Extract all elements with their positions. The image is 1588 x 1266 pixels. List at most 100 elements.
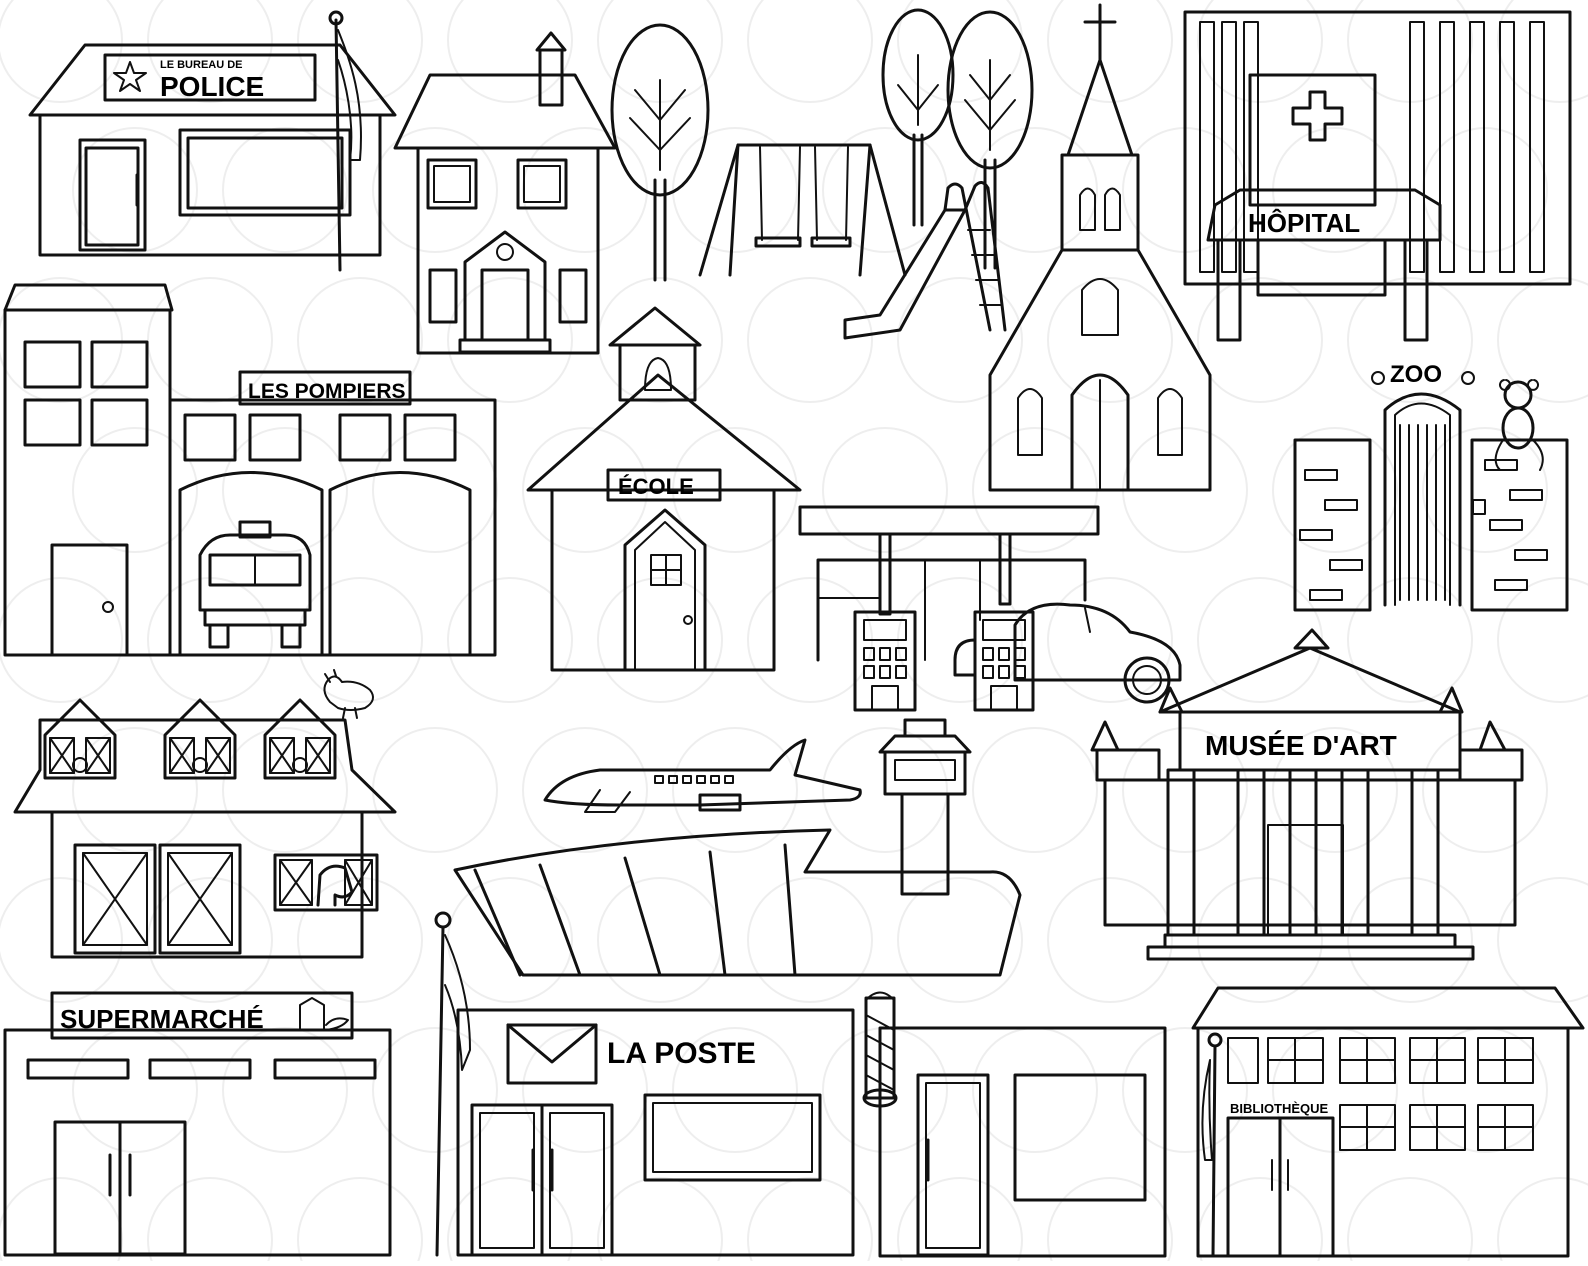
- barn-door-cross: [82, 852, 148, 946]
- hospital-stripe: [1243, 21, 1259, 273]
- museum-column: [1410, 768, 1440, 937]
- watermark-circle: [1497, 277, 1588, 403]
- watermark-circle: [447, 277, 573, 403]
- zoo-brick: [1494, 579, 1528, 591]
- watermark-circle: [72, 1027, 198, 1153]
- watermark-circle: [597, 877, 723, 1003]
- window-mullion: [1477, 1037, 1534, 1084]
- watermark-circle: [522, 1027, 648, 1153]
- watermark-circle: [1122, 1027, 1248, 1153]
- watermark-circle: [1047, 1177, 1173, 1266]
- swing-set-icon: [698, 143, 907, 277]
- watermark-circle: [1347, 1177, 1473, 1266]
- watermark-circle: [897, 277, 1023, 403]
- grocery-icon: [299, 997, 349, 1031]
- church: [988, 3, 1212, 492]
- window-mullion: [1267, 1037, 1324, 1084]
- watermark-circle: [747, 577, 873, 703]
- flag-icon: [328, 10, 362, 272]
- watermark-circle: [1197, 877, 1323, 1003]
- pig-icon: [72, 757, 88, 773]
- dormer-cross: [269, 737, 331, 774]
- tree-icon: [610, 23, 710, 282]
- watermark-circle: [372, 427, 498, 553]
- plane-window: [724, 775, 734, 784]
- hospital: HÔPITAL: [1183, 10, 1572, 342]
- watermark-circle: [297, 577, 423, 703]
- gas-pump-icon: [953, 610, 1035, 712]
- watermark-circle: [1497, 1177, 1588, 1266]
- watermark-circle: [1497, 877, 1588, 1003]
- watermark-circle: [297, 877, 423, 1003]
- farm-barn: [13, 669, 397, 959]
- plane-window: [668, 775, 678, 784]
- watermark-circle: [222, 1027, 348, 1153]
- barn-dormer: [43, 698, 117, 780]
- rooster-icon: [323, 669, 375, 719]
- watermark-circle: [1122, 727, 1248, 853]
- plane-window: [682, 775, 692, 784]
- school: ÉCOLE: [526, 306, 802, 672]
- watermark-circle: [672, 727, 798, 853]
- park: [610, 8, 1034, 340]
- watermark-circle: [1047, 877, 1173, 1003]
- zoo-brick: [1514, 549, 1548, 561]
- zoo-brick: [1324, 499, 1358, 511]
- watermark-circle: [1047, 277, 1173, 403]
- police-sign-top: LE BUREAU DE: [160, 59, 243, 71]
- watermark-circle: [1197, 1177, 1323, 1266]
- watermark-circle: [597, 1177, 723, 1266]
- watermark-circle: [747, 1177, 873, 1266]
- watermark-circle: [972, 1027, 1098, 1153]
- house: [393, 31, 617, 355]
- watermark-circle: [972, 127, 1098, 253]
- barn-dormer: [163, 698, 237, 780]
- watermark-circle: [1197, 0, 1323, 103]
- library-window: [1227, 1037, 1259, 1084]
- watermark-circle: [147, 1177, 273, 1266]
- hospital-stripe: [1199, 21, 1215, 273]
- police-station: LE BUREAU DE POLICE: [28, 10, 397, 272]
- watermark-circle: [0, 277, 123, 403]
- museum-column: [1236, 768, 1266, 937]
- barn-door: [158, 843, 242, 955]
- barn-door: [73, 843, 157, 955]
- flag-icon: [1201, 1032, 1223, 1258]
- watermark-circle: [1272, 1027, 1398, 1153]
- dormer-cross: [169, 737, 231, 774]
- watermark-circle: [897, 877, 1023, 1003]
- dormer-shutter: [205, 737, 231, 774]
- hospital-sign: HÔPITAL: [1248, 208, 1360, 238]
- watermark-circle: [447, 877, 573, 1003]
- window-mullion: [1409, 1037, 1466, 1084]
- watermark-circle: [372, 127, 498, 253]
- hospital-stripe: [1499, 21, 1515, 273]
- watermark-circle: [522, 727, 648, 853]
- cross-icon: [1083, 3, 1117, 62]
- firestation-sign: LES POMPIERS: [248, 380, 406, 403]
- hospital-stripe: [1439, 21, 1455, 273]
- watermark-circle: [0, 877, 123, 1003]
- watermark-circle: [1422, 427, 1548, 553]
- plane-window: [654, 775, 664, 784]
- watermark-circle: [747, 877, 873, 1003]
- watermark-circle: [1272, 727, 1398, 853]
- monkey-icon: [1494, 379, 1544, 471]
- watermark-circle: [672, 1027, 798, 1153]
- museum-door: [1267, 824, 1344, 936]
- watermark-circle: [1347, 877, 1473, 1003]
- star-icon: [113, 61, 147, 92]
- school-sign: ÉCOLE: [618, 474, 694, 499]
- watermark-circle: [447, 1177, 573, 1266]
- watermark-circle: [1047, 0, 1173, 103]
- zoo-brick: [1299, 529, 1333, 541]
- watermark-circle: [672, 127, 798, 253]
- post-office-sign: LA POSTE: [607, 1037, 756, 1070]
- airport: [453, 718, 1022, 977]
- gas-pump-icon: [853, 610, 917, 712]
- watermark-circle: [222, 727, 348, 853]
- watermark-circle: [822, 727, 948, 853]
- zoo-brick: [1489, 519, 1523, 531]
- barber-pole-icon: [862, 991, 898, 1108]
